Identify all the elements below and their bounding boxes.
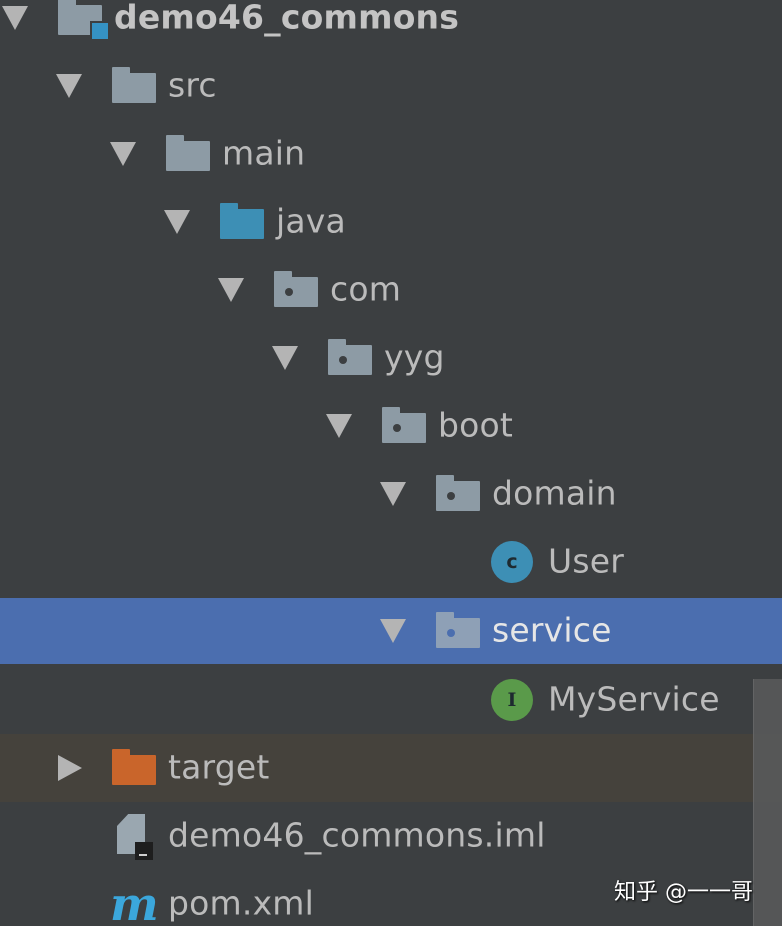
- interface-icon: I: [491, 679, 533, 721]
- tree-node-label: domain: [492, 473, 617, 513]
- folder-icon: [166, 135, 210, 171]
- tree-node-label: pom.xml: [168, 883, 315, 923]
- maven-icon: m: [110, 877, 159, 926]
- tree-node-java[interactable]: java: [0, 188, 782, 256]
- tree-node-label: target: [168, 747, 270, 787]
- tree-node-label: MyService: [548, 679, 720, 719]
- expand-arrow-icon[interactable]: [164, 210, 190, 234]
- tree-node-service[interactable]: service: [0, 598, 782, 664]
- tree-node-label: boot: [438, 405, 514, 445]
- iml-file-icon: [117, 814, 153, 860]
- tree-node-iml-file[interactable]: demo46_commons.iml: [0, 802, 782, 870]
- tree-node-yyg[interactable]: yyg: [0, 324, 782, 392]
- expand-arrow-icon[interactable]: [218, 278, 244, 302]
- package-icon: [328, 339, 372, 375]
- tree-node-main[interactable]: main: [0, 120, 782, 188]
- source-folder-icon: [220, 203, 264, 239]
- tree-node-label: demo46_commons: [114, 0, 460, 37]
- module-badge-icon: [90, 21, 110, 41]
- expand-arrow-icon[interactable]: [380, 619, 406, 643]
- package-icon: [274, 271, 318, 307]
- excluded-folder-icon: [112, 749, 156, 785]
- tree-node-label: User: [548, 541, 625, 581]
- tree-node-label: com: [330, 269, 402, 309]
- tree-node-label: src: [168, 65, 217, 105]
- tree-node-pom-xml[interactable]: m pom.xml: [0, 870, 782, 926]
- expand-arrow-icon[interactable]: [2, 6, 28, 30]
- tree-node-label: service: [492, 610, 612, 650]
- tree-node-com[interactable]: com: [0, 256, 782, 324]
- expand-arrow-icon[interactable]: [110, 142, 136, 166]
- tree-node-label: main: [222, 133, 306, 173]
- tree-node-label: yyg: [384, 337, 445, 377]
- package-icon: [436, 475, 480, 511]
- folder-icon: [112, 67, 156, 103]
- module-folder-icon: [58, 0, 110, 41]
- expand-arrow-icon[interactable]: [272, 346, 298, 370]
- expand-arrow-icon[interactable]: [326, 414, 352, 438]
- tree-node-user-class[interactable]: c User: [0, 528, 782, 596]
- tree-node-myservice-interface[interactable]: I MyService: [0, 666, 782, 734]
- watermark: 知乎 @一一哥: [614, 880, 753, 905]
- package-icon: [382, 407, 426, 443]
- expand-arrow-icon[interactable]: [380, 482, 406, 506]
- vertical-scrollbar[interactable]: [753, 679, 782, 926]
- class-icon: c: [491, 541, 533, 583]
- tree-node-boot[interactable]: boot: [0, 392, 782, 460]
- tree-node-label: java: [276, 201, 346, 241]
- tree-node-domain[interactable]: domain: [0, 460, 782, 528]
- tree-node-src[interactable]: src: [0, 52, 782, 120]
- package-icon: [436, 612, 480, 648]
- tree-node-label: demo46_commons.iml: [168, 815, 546, 855]
- collapse-arrow-icon[interactable]: [58, 755, 82, 781]
- tree-node-target[interactable]: target: [0, 734, 782, 802]
- tree-node-demo46-commons[interactable]: demo46_commons: [0, 0, 782, 52]
- expand-arrow-icon[interactable]: [56, 74, 82, 98]
